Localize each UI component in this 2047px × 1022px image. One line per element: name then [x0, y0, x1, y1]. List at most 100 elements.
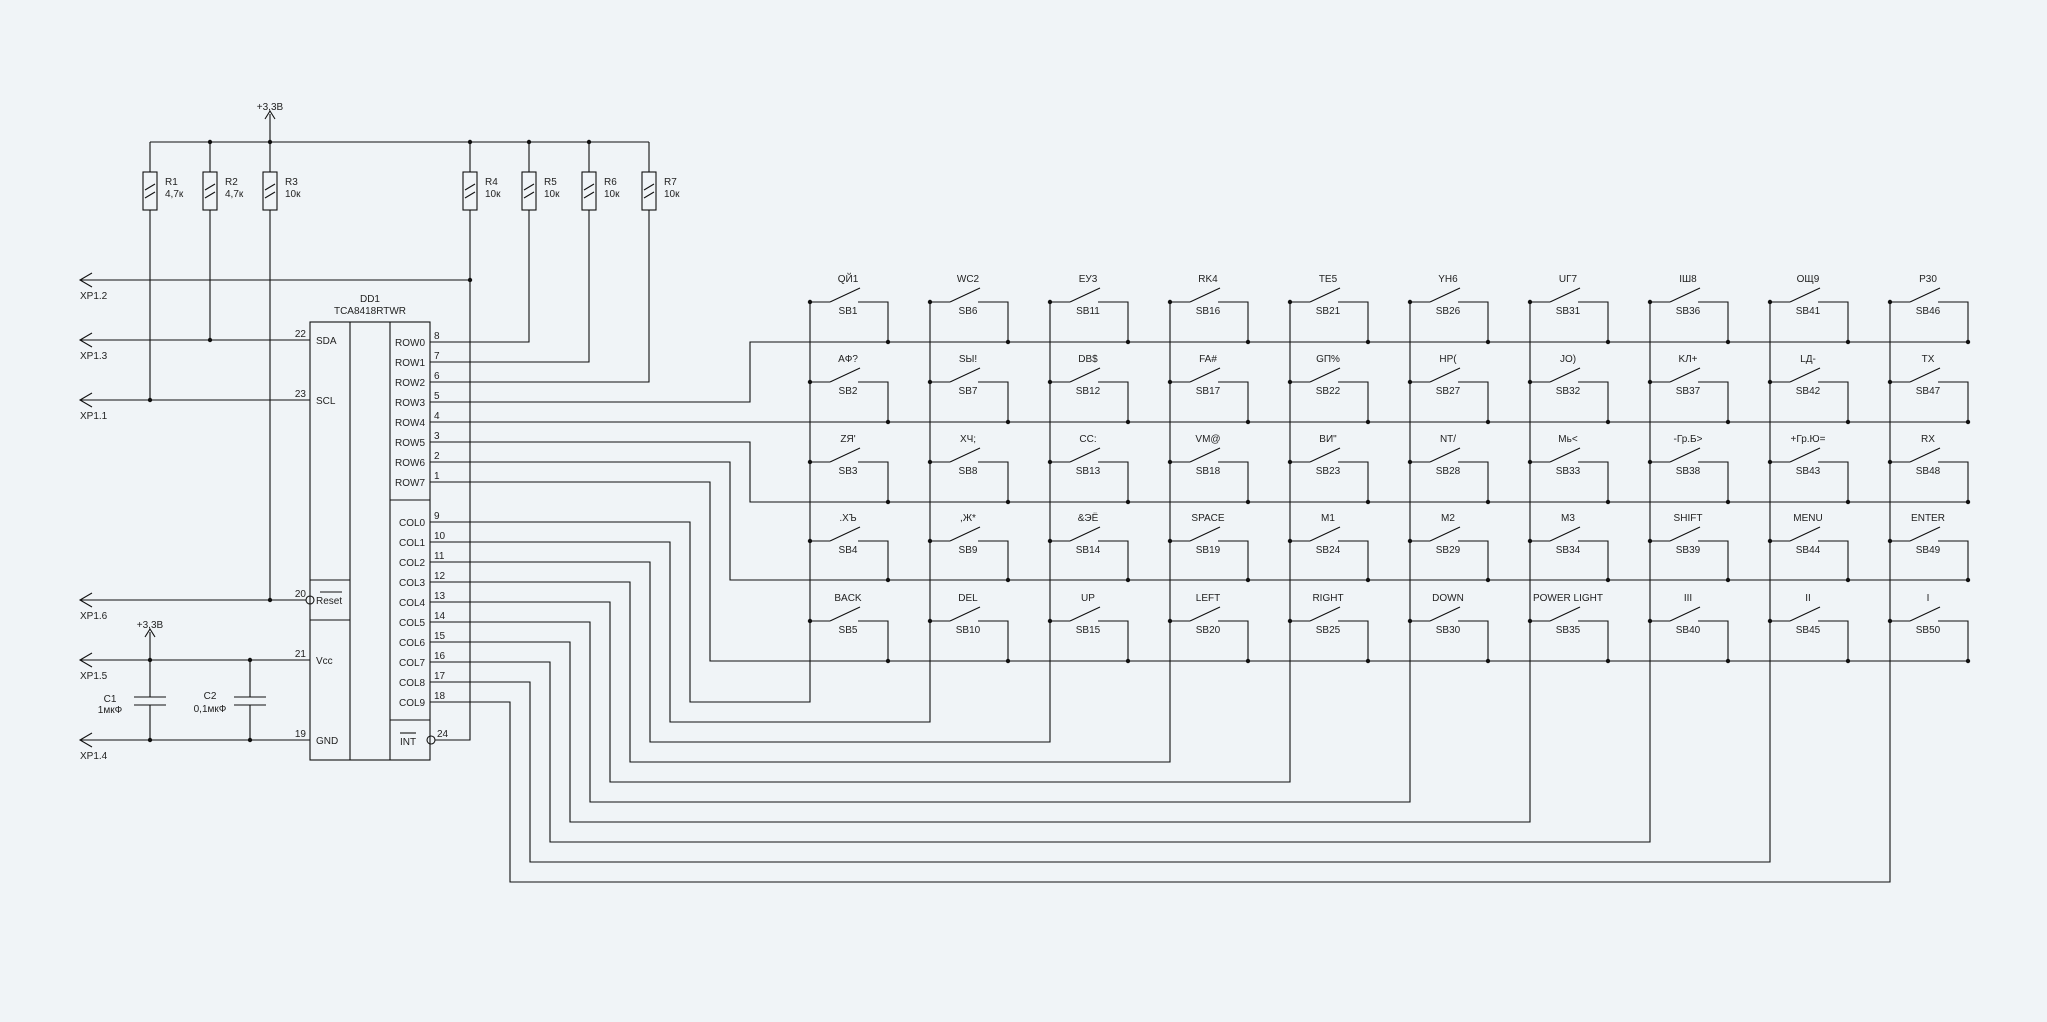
ic-divider [349, 322, 391, 760]
int-line [435, 280, 471, 741]
key-label: OЩ9 [1797, 274, 1820, 285]
vcc-cap-arrow [144, 627, 156, 638]
resistor-value: 4,7к [165, 189, 184, 200]
switch-blade [1309, 447, 1341, 463]
key-switch-sb42 [1770, 367, 1849, 422]
resistor-value: 10к [544, 189, 560, 200]
key-switch-sb30 [1410, 606, 1489, 661]
key-label: &ЭЁ [1078, 512, 1099, 524]
connector-label: XP1.4 [80, 751, 108, 762]
col-net-6 [430, 300, 1531, 823]
switch-blade [1429, 606, 1461, 622]
resistor-mark [264, 183, 276, 199]
key-label: ENTER [1911, 513, 1945, 524]
ic-body [309, 321, 431, 761]
key-switch-sb22 [1290, 367, 1369, 422]
key-switch-sb45 [1770, 606, 1849, 661]
switch-contact [1578, 301, 1609, 342]
ic-pin-number: 6 [434, 371, 440, 382]
key-ref: SB35 [1556, 625, 1581, 636]
ic-pin-number: 23 [295, 389, 307, 400]
key-ref: SB47 [1916, 386, 1941, 397]
switch-blade [949, 287, 981, 303]
switch-blade [949, 447, 981, 463]
switch-contact [1818, 301, 1849, 342]
switch-contact [1458, 620, 1489, 661]
switch-blade [1669, 526, 1701, 542]
ic-pin-number: 19 [295, 729, 307, 740]
switch-blade [1549, 447, 1581, 463]
switch-contact [1338, 301, 1369, 342]
capacitor-c1 [134, 660, 166, 740]
switch-contact [1338, 540, 1369, 580]
switch-contact [978, 461, 1009, 502]
switch-blade [1549, 526, 1581, 542]
switch-blade [1309, 606, 1341, 622]
ic-pin-col0: COL0 [399, 518, 426, 529]
key-ref: SB12 [1076, 386, 1101, 397]
key-label: YH6 [1438, 274, 1458, 285]
col-net-1 [430, 300, 931, 723]
key-ref: SB29 [1436, 545, 1461, 556]
key-switch-sb36 [1650, 287, 1729, 342]
ic-pin-number: 7 [434, 351, 440, 362]
switch-contact [1098, 301, 1129, 342]
resistor-value: 10к [485, 189, 501, 200]
key-ref: SB43 [1796, 466, 1821, 477]
ic-pin-number: 8 [434, 331, 440, 342]
switch-blade [1549, 287, 1581, 303]
connector-label: XP1.1 [80, 411, 108, 422]
col-net-9 [430, 300, 1891, 883]
ic-pin-number: 22 [295, 329, 307, 340]
r6-to-row1 [430, 210, 590, 363]
key-switch-sb19 [1170, 526, 1249, 580]
key-label: VM@ [1195, 434, 1220, 445]
connector-arrow [78, 272, 93, 288]
key-switch-sb7 [930, 367, 1009, 422]
key-label: M2 [1441, 513, 1455, 524]
key-switch-sb43 [1770, 447, 1849, 502]
ic-pin-col6: COL6 [399, 638, 426, 649]
switch-contact [1338, 381, 1369, 422]
resistor-r7 [641, 142, 657, 211]
key-ref: SB38 [1676, 466, 1701, 477]
switch-blade [829, 447, 861, 463]
key-ref: SB45 [1796, 625, 1821, 636]
switch-blade [1309, 526, 1341, 542]
resistor-value: 10к [664, 189, 680, 200]
junction-dot [207, 337, 213, 343]
switch-blade [1909, 447, 1941, 463]
switch-blade [1309, 287, 1341, 303]
key-label: SPACE [1191, 513, 1224, 524]
ic-pin-row6: ROW6 [395, 458, 425, 469]
switch-blade [1909, 606, 1941, 622]
switch-contact [978, 301, 1009, 342]
resistor-ref: R4 [485, 177, 498, 188]
key-switch-sb13 [1050, 447, 1129, 502]
key-switch-sb17 [1170, 367, 1249, 422]
switch-contact [1698, 381, 1729, 422]
key-ref: SB22 [1316, 386, 1341, 397]
switch-contact [1818, 461, 1849, 502]
key-label: LEFT [1196, 593, 1220, 604]
switch-contact [1698, 540, 1729, 580]
key-switch-sb29 [1410, 526, 1489, 580]
ic-pin-number: 17 [434, 671, 446, 682]
key-ref: SB25 [1316, 625, 1341, 636]
switch-blade [949, 606, 981, 622]
key-switch-sb40 [1650, 606, 1729, 661]
switch-contact [1698, 461, 1729, 502]
key-label: .XЪ [839, 513, 856, 524]
key-ref: SB4 [839, 545, 858, 556]
switch-contact [1218, 381, 1249, 422]
capacitor-plates [134, 660, 166, 740]
switch-contact [1698, 620, 1729, 661]
switch-contact [1698, 301, 1729, 342]
switch-contact [1218, 461, 1249, 502]
key-ref: SB10 [956, 625, 981, 636]
ic-pin-number: 20 [295, 589, 307, 600]
ic-dd1 [309, 321, 431, 761]
key-ref: SB41 [1796, 306, 1821, 317]
key-switch-sb10 [930, 606, 1009, 661]
switch-contact [1338, 461, 1369, 502]
